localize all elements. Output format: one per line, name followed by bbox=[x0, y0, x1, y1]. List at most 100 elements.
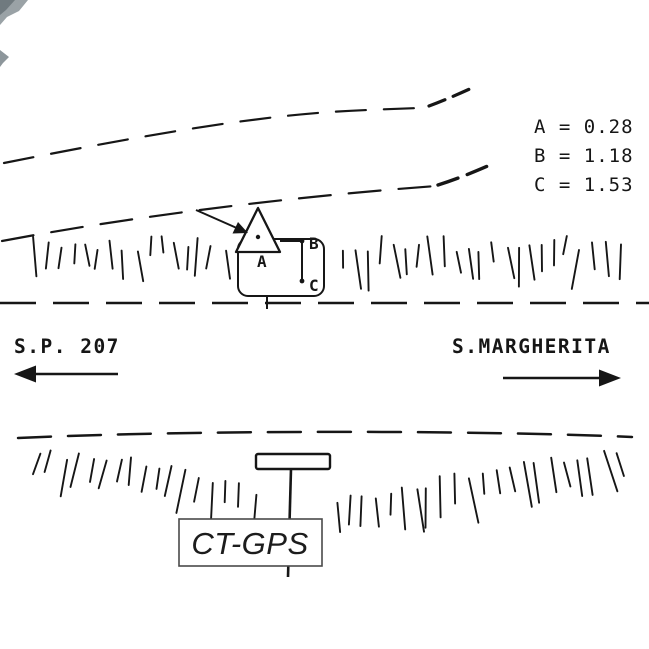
hatch-stroke bbox=[618, 243, 622, 281]
hatch-stroke bbox=[93, 249, 99, 270]
hatch-stroke bbox=[136, 250, 145, 283]
hatch-stroke bbox=[336, 501, 342, 533]
hatch-stroke bbox=[532, 462, 541, 504]
road-edge-second-bold-tail bbox=[436, 163, 492, 187]
hatch-stroke bbox=[604, 240, 610, 278]
lower-road-edge-dashed bbox=[16, 430, 634, 440]
hatch-stroke bbox=[392, 243, 402, 279]
hatch-stroke bbox=[570, 249, 580, 290]
hatch-stroke bbox=[586, 457, 594, 496]
hatch-stroke bbox=[389, 492, 393, 516]
station-label-box bbox=[178, 518, 323, 567]
hatch-stroke bbox=[89, 458, 96, 483]
hatch-stroke bbox=[615, 452, 625, 477]
hatch-stroke bbox=[359, 495, 363, 528]
lower-embankment-hatching bbox=[32, 449, 625, 533]
pointer-arrow-head bbox=[232, 222, 248, 234]
left-arrow-icon bbox=[14, 365, 36, 383]
hatch-stroke bbox=[205, 245, 212, 270]
hatch-stroke bbox=[172, 241, 180, 270]
hatch-stroke bbox=[400, 486, 407, 531]
hatch-stroke bbox=[508, 466, 517, 493]
hatch-stroke bbox=[43, 449, 52, 473]
hatch-stroke bbox=[467, 477, 480, 524]
hatch-stroke bbox=[438, 475, 442, 519]
hatch-stroke bbox=[366, 250, 370, 292]
point-a-label: A bbox=[257, 252, 267, 271]
hatch-stroke bbox=[354, 249, 362, 290]
hatch-stroke bbox=[374, 497, 380, 528]
hatch-stroke bbox=[404, 248, 408, 276]
hatch-stroke bbox=[160, 235, 165, 254]
hatch-stroke bbox=[416, 488, 425, 533]
hatch-stroke bbox=[186, 246, 190, 271]
hatch-stroke bbox=[477, 250, 481, 281]
measurement-c: C = 1.53 bbox=[534, 174, 634, 196]
hatch-stroke bbox=[453, 472, 457, 505]
measurement-b: B = 1.18 bbox=[534, 145, 634, 167]
hatch-stroke bbox=[563, 461, 572, 488]
hatch-stroke bbox=[69, 452, 80, 488]
sign-board bbox=[254, 452, 332, 471]
hatch-stroke bbox=[495, 469, 502, 495]
hatch-stroke bbox=[32, 236, 38, 278]
hatch-stroke bbox=[528, 244, 536, 281]
hatch-stroke bbox=[455, 250, 462, 274]
hatch-stroke bbox=[163, 465, 173, 497]
hatch-stroke bbox=[481, 472, 486, 495]
hatch-stroke bbox=[44, 241, 50, 270]
hatch-stroke bbox=[603, 449, 619, 493]
hatch-stroke bbox=[591, 241, 596, 271]
road-edge-second-dashed bbox=[0, 184, 438, 243]
hatch-stroke bbox=[442, 235, 446, 268]
hatch-stroke bbox=[562, 235, 568, 256]
hatch-stroke bbox=[120, 249, 125, 280]
pointer-arrow-shaft bbox=[195, 209, 240, 230]
hatch-stroke bbox=[59, 458, 69, 498]
measurement-a: A = 0.28 bbox=[534, 116, 634, 138]
road-edge-upper-dashed bbox=[2, 106, 420, 165]
hatch-stroke bbox=[97, 459, 108, 490]
hatch-stroke bbox=[490, 241, 495, 263]
hatch-stroke bbox=[467, 247, 475, 280]
scan-smudge-top-left-dark bbox=[0, 0, 15, 15]
hatch-stroke bbox=[193, 477, 200, 503]
hatch-stroke bbox=[507, 246, 516, 280]
hatch-stroke bbox=[550, 456, 558, 494]
hatch-stroke bbox=[140, 465, 148, 493]
hatch-stroke bbox=[108, 239, 114, 270]
hatch-stroke bbox=[155, 467, 161, 490]
hatch-stroke bbox=[225, 249, 231, 280]
hatch-stroke bbox=[522, 460, 533, 508]
point-b-label: B bbox=[309, 234, 319, 253]
hatch-stroke bbox=[576, 459, 584, 497]
hatch-stroke bbox=[193, 237, 199, 277]
hatch-stroke bbox=[116, 458, 123, 483]
hatch-stroke bbox=[84, 243, 91, 267]
right-arrow-icon bbox=[599, 369, 621, 387]
hatch-stroke bbox=[175, 468, 187, 514]
point-c-dot bbox=[299, 278, 305, 284]
station-label: CT-GPS bbox=[191, 526, 308, 561]
hatch-stroke bbox=[237, 482, 240, 508]
road-edge-upper-bold-tail bbox=[427, 85, 476, 108]
scan-smudge-left-edge bbox=[0, 50, 9, 67]
hatch-stroke bbox=[426, 235, 434, 276]
hatch-stroke bbox=[223, 480, 227, 504]
upper-embankment-hatching bbox=[32, 235, 622, 292]
hatch-stroke bbox=[347, 494, 352, 526]
survey-marker-triangle bbox=[234, 206, 282, 254]
hatch-stroke bbox=[32, 452, 42, 476]
point-b-dot bbox=[299, 238, 305, 244]
road-label-right: S.MARGHERITA bbox=[452, 335, 611, 358]
survey-marker-center-dot bbox=[255, 234, 261, 240]
hatch-stroke bbox=[378, 235, 383, 265]
point-c-label: C bbox=[309, 276, 319, 295]
hatch-stroke bbox=[73, 243, 77, 265]
hatch-stroke bbox=[415, 243, 420, 268]
road-label-left: S.P. 207 bbox=[14, 335, 120, 358]
hatch-stroke bbox=[149, 235, 153, 257]
hatch-stroke bbox=[57, 246, 63, 270]
